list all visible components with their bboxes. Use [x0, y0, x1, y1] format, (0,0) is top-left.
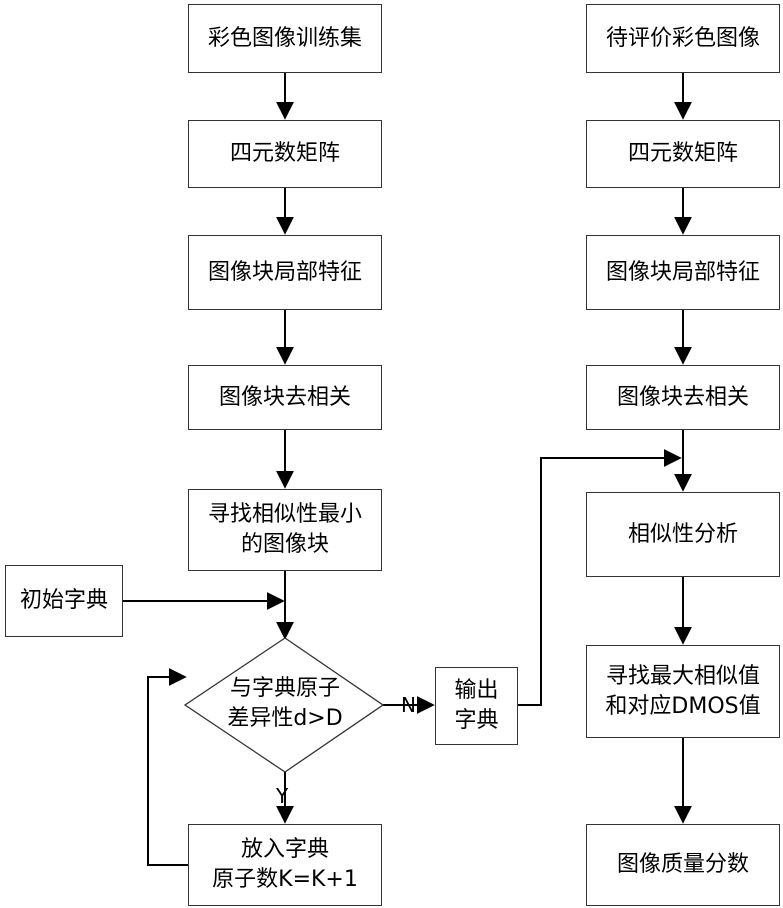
node-output-dict: 输出 字典 — [435, 667, 518, 745]
node-decor-left: 图像块去相关 — [188, 365, 382, 430]
node-patch-left: 图像块局部特征 — [188, 235, 382, 310]
node-train-set: 彩色图像训练集 — [188, 4, 382, 73]
edge-add-loop-back — [148, 677, 188, 865]
node-init-dict: 初始字典 — [5, 565, 123, 637]
node-patch-right: 图像块局部特征 — [586, 235, 780, 310]
node-find-max: 寻找最大相似值 和对应DMOS值 — [586, 645, 780, 738]
node-find-min: 寻找相似性最小 的图像块 — [188, 489, 382, 571]
node-add-dict: 放入字典 原子数K=K+1 — [188, 824, 382, 906]
decision-text: 与字典原子 差异性d>D — [205, 674, 365, 733]
node-decor-right: 图像块去相关 — [586, 365, 780, 430]
node-quat-right: 四元数矩阵 — [586, 120, 780, 188]
edge-label-yes: Y — [276, 784, 288, 808]
node-eval-image: 待评价彩色图像 — [586, 4, 780, 73]
node-similarity: 相似性分析 — [586, 492, 780, 577]
node-quat-left: 四元数矩阵 — [188, 120, 382, 188]
edge-label-no: N — [401, 693, 416, 717]
node-quality: 图像质量分数 — [586, 824, 780, 906]
